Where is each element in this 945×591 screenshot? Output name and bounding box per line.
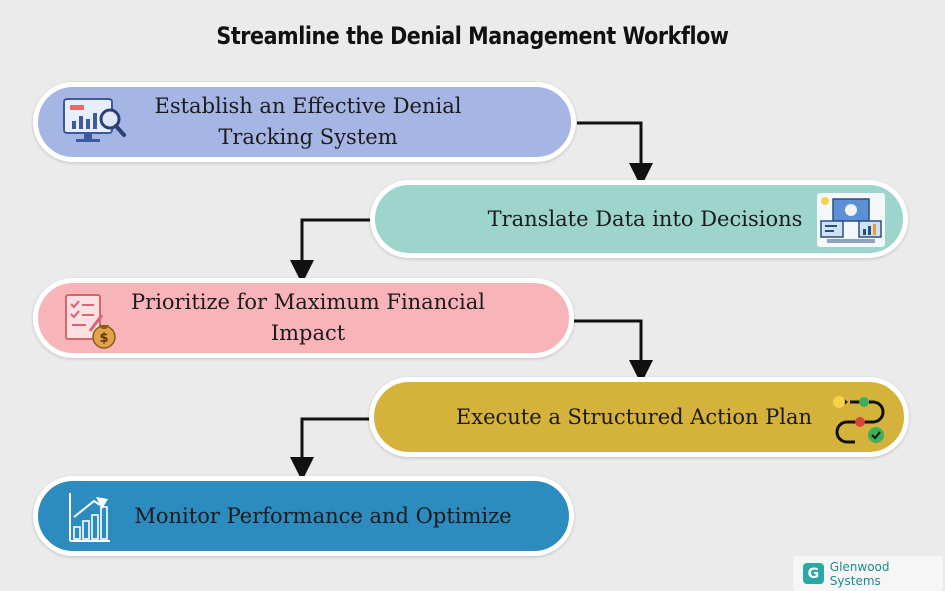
- step-1-line-2: Tracking System: [218, 125, 398, 149]
- step-3-line-1: Prioritize for Maximum Financial: [131, 290, 485, 314]
- checklist-money-bag-icon: $: [65, 294, 116, 349]
- logo-mark: G: [803, 563, 824, 584]
- connector-arrow-3: [574, 319, 653, 384]
- process-flow-icon: [833, 396, 885, 444]
- step-prioritize-impact: $ Prioritize for Maximum Financial Impac…: [33, 278, 574, 358]
- glenwood-logo: G Glenwood Systems: [793, 556, 943, 591]
- connector-arrow-2: [290, 218, 372, 284]
- dashboard-screens-icon: [817, 193, 885, 247]
- svg-text:$: $: [99, 331, 108, 346]
- step-4-line-1: Execute a Structured Action Plan: [455, 405, 813, 429]
- step-1-line-1: Establish an Effective Denial: [154, 94, 462, 118]
- step-3-line-2: Impact: [270, 321, 346, 345]
- logo-text: Glenwood Systems: [829, 559, 890, 588]
- step-2-line-1: Translate Data into Decisions: [487, 207, 803, 231]
- analytics-monitor-icon: [63, 98, 126, 142]
- step-establish-tracking: Establish an Effective Denial Tracking S…: [33, 82, 576, 162]
- step-execute-plan: Execute a Structured Action Plan: [369, 377, 909, 457]
- diagram-title: Streamline the Denial Management Workflo…: [216, 22, 729, 50]
- step-translate-data: Translate Data into Decisions: [370, 180, 908, 258]
- growth-chart-icon: [69, 493, 110, 542]
- connector-arrow-4: [290, 417, 373, 481]
- connector-arrow-1: [577, 121, 653, 187]
- step-monitor-optimize: Monitor Performance and Optimize: [33, 476, 574, 556]
- step-5-line-1: Monitor Performance and Optimize: [134, 504, 512, 528]
